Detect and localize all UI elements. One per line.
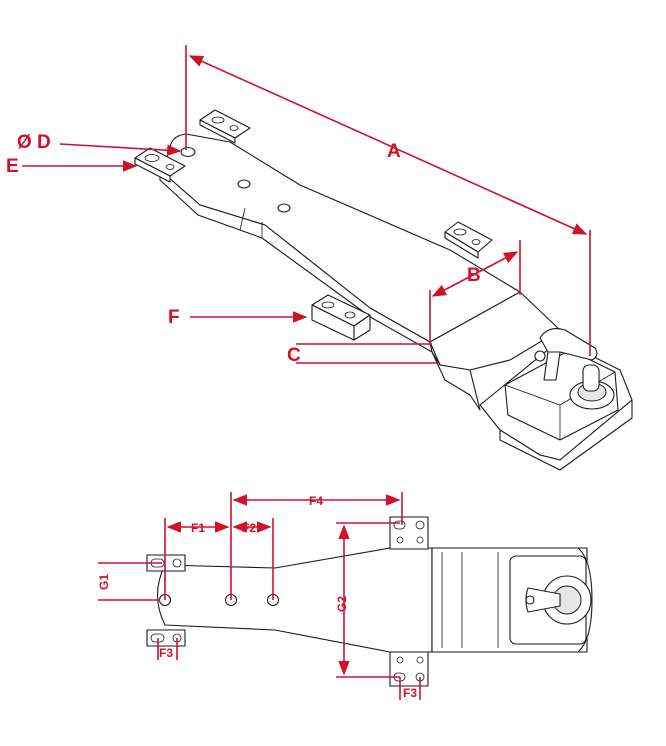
coupling-pin bbox=[582, 364, 600, 392]
top-handle-knob bbox=[525, 595, 535, 605]
coupling-base-side bbox=[499, 399, 633, 471]
label-c: C bbox=[287, 345, 301, 366]
label-g1: G1 bbox=[97, 574, 111, 590]
top-view: F1 F2 F4 G1 G2 F3 F3 bbox=[97, 492, 593, 700]
label-d: Ø D bbox=[17, 132, 51, 153]
dim-a-line bbox=[188, 55, 588, 235]
label-e: E bbox=[6, 156, 19, 177]
label-f3-right: F3 bbox=[403, 686, 417, 700]
top-pad-right-lower bbox=[389, 651, 429, 687]
label-f3-left: F3 bbox=[159, 646, 173, 660]
label-b: B bbox=[467, 265, 481, 286]
top-coupling-handle bbox=[525, 587, 561, 613]
coupling-handle bbox=[539, 328, 598, 361]
dim-d-leader bbox=[59, 143, 182, 156]
coupling-lever bbox=[543, 351, 561, 381]
top-pad-left-upper bbox=[146, 554, 186, 572]
label-g2: G2 bbox=[335, 596, 349, 612]
top-pad-left-lower bbox=[146, 629, 186, 647]
top-drawbar bbox=[157, 547, 433, 653]
label-f4: F4 bbox=[309, 494, 323, 508]
label-f1: F1 bbox=[191, 521, 205, 535]
drawbar-taper-lower bbox=[431, 351, 481, 411]
coupling-spring-pin bbox=[534, 350, 546, 362]
label-a: A bbox=[387, 141, 401, 162]
mount-pad-front bbox=[311, 294, 371, 341]
hole-2 bbox=[237, 179, 251, 189]
isometric-view: A B C Ø D E F bbox=[6, 45, 633, 471]
hole-3 bbox=[277, 203, 291, 213]
top-pad-right-upper bbox=[389, 516, 429, 550]
label-f2: F2 bbox=[242, 521, 256, 535]
dim-b-line bbox=[431, 251, 519, 297]
label-f: F bbox=[168, 307, 180, 328]
hole-d bbox=[180, 146, 196, 158]
